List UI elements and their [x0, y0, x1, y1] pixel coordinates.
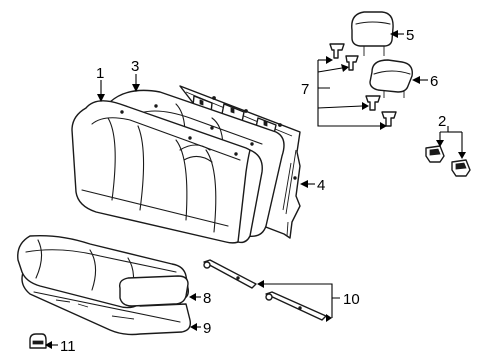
callout-6: 6: [430, 73, 438, 90]
leader-lines: [45, 30, 466, 349]
headrest-part-5: [351, 11, 394, 56]
callout-10: 10: [343, 291, 360, 308]
callout-11: 11: [60, 338, 76, 355]
callout-7: 7: [301, 81, 309, 98]
callout-5: 5: [406, 27, 414, 44]
callout-9: 9: [203, 320, 211, 337]
headrest-guides-part-7: [329, 43, 397, 127]
clip-part-11: [29, 333, 47, 349]
rods-part-10: [203, 259, 327, 321]
callout-3: 3: [131, 58, 139, 75]
headrest-part-6: [369, 59, 413, 98]
callout-2: 2: [438, 113, 446, 130]
callout-8: 8: [203, 290, 211, 307]
callout-4: 4: [317, 177, 325, 194]
callout-1: 1: [96, 65, 104, 82]
seat-cushion-cover-part-8: [17, 234, 190, 309]
callout-labels: 1 2 3 4 5 6 7 8 9 10 11: [60, 27, 446, 355]
clips-part-2: [425, 145, 471, 177]
seatback-cover-part-1: [71, 100, 263, 244]
